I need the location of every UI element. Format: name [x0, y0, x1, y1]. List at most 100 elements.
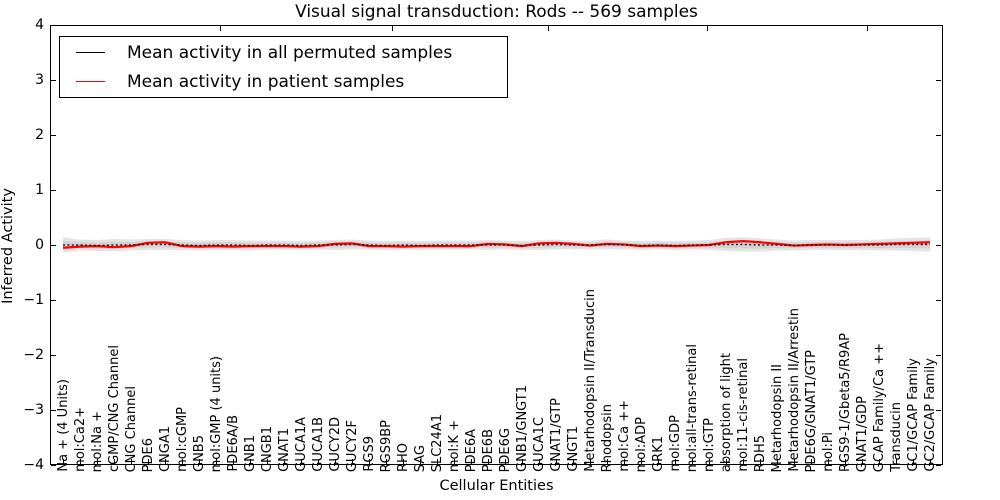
y-tick-right	[936, 355, 941, 357]
x-tick-label: Metarhodopsin II	[769, 363, 785, 472]
x-tick-label: GNGT1	[565, 426, 581, 472]
x-tick	[369, 459, 371, 464]
x-tick-label: GNB1/GNGT1	[514, 385, 530, 472]
x-tick-label: PDE6G/GNAT1/GTP	[803, 349, 819, 472]
x-tick	[471, 459, 473, 464]
x-tick	[199, 459, 201, 464]
y-tick-left	[51, 190, 56, 192]
x-tick-label: RGS9	[361, 436, 377, 472]
x-tick	[505, 459, 507, 464]
x-tick	[692, 459, 694, 464]
x-tick	[760, 459, 762, 464]
x-axis-label: Cellular Entities	[439, 478, 554, 494]
y-tick-label: −3	[23, 402, 44, 418]
top-tick	[548, 26, 550, 31]
x-tick	[539, 459, 541, 464]
x-tick	[335, 459, 337, 464]
x-tick	[148, 459, 150, 464]
y-tick-right	[936, 25, 941, 27]
y-tick-label: 2	[35, 127, 44, 143]
x-tick	[318, 459, 320, 464]
x-tick-label: GUCY2F	[344, 419, 360, 472]
x-tick	[828, 459, 830, 464]
plot-area	[50, 25, 943, 465]
top-tick	[867, 26, 869, 31]
x-tick-label: CNGA1	[157, 425, 173, 472]
x-tick-label: PDE6	[140, 437, 156, 472]
x-tick-label: Na + (4 Units)	[55, 379, 71, 472]
x-tick-label: mol:K +	[446, 419, 462, 472]
y-tick-left	[51, 135, 56, 137]
x-tick	[896, 459, 898, 464]
x-tick-label: mol:Ca2+	[72, 407, 88, 472]
y-tick-left	[51, 410, 56, 412]
x-tick	[913, 459, 915, 464]
x-tick-label: PDE6G	[497, 427, 513, 472]
y-tick-label: 4	[35, 17, 44, 33]
x-tick-label: GRK1	[650, 436, 666, 472]
x-tick-label: Rhodopsin	[599, 403, 615, 472]
x-tick	[573, 459, 575, 464]
x-tick-label: GNAT1/GDP	[854, 395, 870, 472]
x-tick-label: GNB1	[242, 435, 258, 472]
y-tick-label: −2	[23, 347, 44, 363]
x-tick	[488, 459, 490, 464]
x-tick-label: GUCY2D	[327, 417, 343, 472]
x-tick	[624, 459, 626, 464]
chart-title: Visual signal transduction: Rods -- 569 …	[295, 2, 698, 22]
legend: Mean activity in all permuted samples Me…	[59, 36, 508, 98]
x-tick-label: Metarhodopsin II/Arrestin	[786, 308, 802, 472]
x-tick	[420, 459, 422, 464]
x-tick-label: mol:cGMP	[174, 407, 190, 472]
x-tick-label: mol:GTP	[701, 418, 717, 472]
x-tick	[743, 459, 745, 464]
x-tick	[250, 459, 252, 464]
x-tick	[80, 459, 82, 464]
x-tick-label: RGS9BP	[378, 419, 394, 472]
x-tick-label: SLC24A1	[429, 413, 445, 472]
y-tick-right	[936, 190, 941, 192]
x-tick	[522, 459, 524, 464]
x-tick	[658, 459, 660, 464]
x-tick	[182, 459, 184, 464]
legend-entry-permuted: Mean activity in all permuted samples	[60, 39, 507, 66]
top-tick	[707, 26, 709, 31]
x-tick-label: GNB5	[191, 435, 207, 472]
x-tick-label: Metarhodopsin II/Transducin	[582, 289, 598, 472]
x-tick-label: PDE6A	[463, 428, 479, 472]
x-tick	[284, 459, 286, 464]
x-tick	[267, 459, 269, 464]
x-tick-label: mol:Ca ++	[616, 400, 632, 472]
top-tick	[392, 26, 394, 31]
x-tick-label: RGS9-1/Gbeta5/R9AP	[837, 332, 853, 472]
x-tick-label: GC2/GCAP Family	[922, 358, 938, 472]
x-tick-label: mol:GMP (4 units)	[208, 355, 224, 472]
x-tick-label: mol:11-cis-retinal	[735, 358, 751, 472]
x-tick-label: mol:GDP	[667, 415, 683, 472]
x-tick	[352, 459, 354, 464]
top-tick	[220, 26, 222, 31]
x-tick	[403, 459, 405, 464]
x-tick-label: mol:Na +	[89, 410, 105, 472]
x-tick	[641, 459, 643, 464]
x-tick-label: Transducin	[888, 402, 904, 472]
permuted-mean-line	[63, 243, 930, 247]
x-tick-label: PDE6B	[480, 428, 496, 472]
x-tick	[811, 459, 813, 464]
x-tick-label: CNGB1	[259, 425, 275, 472]
x-tick-label: GUCA1C	[531, 417, 547, 472]
y-tick-label: −4	[23, 457, 44, 473]
y-tick-left	[51, 80, 56, 82]
x-tick	[845, 459, 847, 464]
y-tick-label: 0	[35, 237, 44, 253]
y-tick-right	[936, 465, 941, 467]
y-tick-label: 3	[35, 72, 44, 88]
x-tick	[709, 459, 711, 464]
legend-entry-patient: Mean activity in patient samples	[60, 68, 507, 95]
y-tick-left	[51, 25, 56, 27]
patient-line-swatch	[76, 81, 105, 82]
x-tick-label: mol:all-trans-retinal	[684, 343, 700, 472]
x-tick-label: GC1/GCAP Family	[905, 358, 921, 472]
x-tick	[777, 459, 779, 464]
